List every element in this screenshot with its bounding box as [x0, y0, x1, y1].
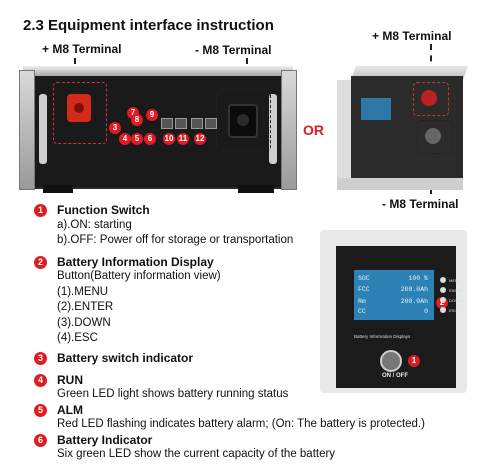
lcd-soc-label: SOC — [358, 275, 370, 282]
panel-caption: Battery Information Displays — [354, 334, 411, 339]
power-switch[interactable] — [380, 350, 402, 372]
item-title: ALM — [57, 403, 83, 417]
item-line: a).ON: starting — [57, 219, 132, 231]
badge-4: 4 — [119, 133, 131, 145]
badge-6: 6 — [144, 133, 156, 145]
item-line: Button(Battery information view) — [57, 270, 221, 282]
tower-minus-highlight — [417, 120, 453, 154]
item-line: Red LED flashing indicates battery alarm… — [57, 418, 425, 430]
down-button[interactable] — [440, 297, 446, 303]
item-title: Battery switch indicator — [57, 351, 194, 365]
esc-button[interactable] — [440, 307, 446, 313]
lcd-screen: SOC 100 % FCC 200.0Ah Rm 200.0Ah CC 0 — [354, 270, 434, 320]
section-title: 2.3 Equipment interface instruction — [23, 17, 274, 34]
lcd-rm-value: 200.0Ah — [400, 298, 428, 305]
foot-left — [43, 185, 73, 193]
menu-button[interactable] — [440, 277, 446, 283]
battery-top-panel — [23, 66, 293, 76]
plus-m8-terminal-label-right: + M8 Terminal — [372, 29, 452, 43]
item-line: Six green LED show the current capacity … — [57, 448, 336, 460]
battery-info-panel: SOC 100 % FCC 200.0Ah Rm 200.0Ah CC 0 2 … — [320, 230, 467, 393]
item-number: 6 — [34, 434, 47, 447]
item-line: (4).ESC — [57, 332, 98, 344]
minus-m8-terminal-label: - M8 Terminal — [195, 43, 272, 57]
badge-11: 11 — [177, 133, 189, 145]
tower-base — [337, 178, 463, 190]
comm-port-3[interactable] — [191, 118, 203, 129]
on-off-label: ON / OFF — [382, 373, 408, 379]
plus-m8-terminal[interactable] — [67, 94, 91, 122]
badge-1: 1 — [408, 355, 420, 367]
handle-left — [39, 94, 47, 164]
down-button-label: DOWN — [449, 298, 462, 303]
badge-10: 10 — [163, 133, 175, 145]
comm-port-1[interactable] — [161, 118, 173, 129]
item-title: RUN — [57, 373, 83, 387]
lcd-rm-label: Rm — [358, 298, 366, 305]
item-number: 1 — [34, 204, 47, 217]
rack-battery-front-view: 3 7 8 9 4 5 6 10 11 12 — [19, 66, 297, 190]
plus-terminal-highlight — [53, 82, 107, 144]
lcd-cc-value: 0 — [424, 308, 428, 315]
tower-minus-terminal[interactable] — [425, 128, 441, 144]
comm-port-4[interactable] — [205, 118, 217, 129]
item-number: 5 — [34, 404, 47, 417]
badge-8: 8 — [131, 114, 143, 126]
enter-button[interactable] — [440, 287, 446, 293]
item-title: Battery Indicator — [57, 433, 153, 447]
item-title: Battery Information Display — [57, 255, 214, 269]
tower-body — [351, 76, 463, 188]
item-line: (1).MENU — [57, 286, 109, 298]
panel-face: SOC 100 % FCC 200.0Ah Rm 200.0Ah CC 0 2 … — [336, 246, 463, 388]
item-line: b).OFF: Power off for storage or transpo… — [57, 234, 294, 246]
item-number: 4 — [34, 374, 47, 387]
plus-m8-terminal-label: + M8 Terminal — [42, 42, 122, 56]
lcd-cc-label: CC — [358, 308, 366, 315]
badge-9: 9 — [146, 109, 158, 121]
badge-12: 12 — [194, 133, 206, 145]
comm-port-2[interactable] — [175, 118, 187, 129]
minus-m8-terminal[interactable] — [228, 104, 258, 138]
plus-leader-line-right — [430, 44, 432, 84]
item-number: 2 — [34, 256, 47, 269]
foot-right — [238, 185, 274, 193]
rack-ear-right — [281, 70, 297, 190]
rack-ear-left — [19, 70, 35, 190]
menu-button-label: MENU — [449, 278, 461, 283]
minus-m8-terminal-label-right: - M8 Terminal — [382, 197, 459, 211]
tower-display — [361, 98, 391, 120]
item-line: (2).ENTER — [57, 301, 114, 313]
badge-5: 5 — [131, 133, 143, 145]
item-title: Function Switch — [57, 203, 150, 217]
badge-3: 3 — [109, 122, 121, 134]
handle-right — [269, 94, 277, 164]
tower-plus-highlight — [413, 82, 449, 116]
lcd-fcc-value: 200.0Ah — [400, 286, 428, 293]
tower-plus-terminal[interactable] — [421, 90, 437, 106]
or-label: OR — [303, 122, 324, 138]
lcd-soc-value: 100 % — [408, 275, 428, 282]
lcd-fcc-label: FCC — [358, 286, 370, 293]
item-number: 3 — [34, 352, 47, 365]
enter-button-label: ENTER — [449, 288, 463, 293]
item-line: (3).DOWN — [57, 317, 111, 329]
esc-button-label: ESC — [449, 308, 458, 313]
item-line: Green LED light shows battery running st… — [57, 388, 289, 400]
tower-battery-view — [333, 58, 469, 190]
